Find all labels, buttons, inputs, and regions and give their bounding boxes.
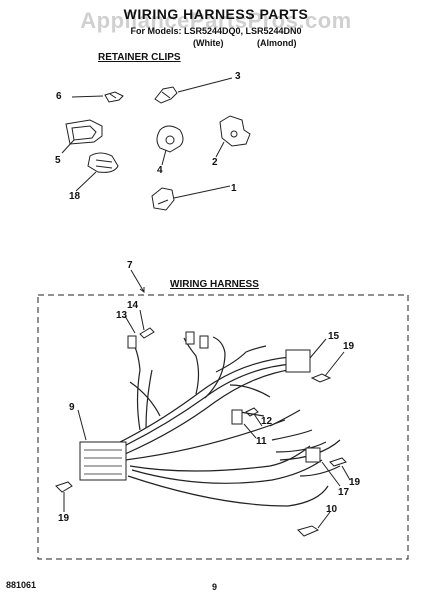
terminal-19b-icon [329, 457, 347, 467]
terminal-19-icon [310, 373, 332, 383]
color-almond-label: (Almond) [257, 38, 297, 48]
connector-15-icon [285, 349, 311, 373]
callout-10: 10 [326, 504, 338, 515]
callout-4: 4 [157, 165, 163, 176]
callout-19-b: 19 [349, 477, 361, 488]
connector-a-icon [185, 331, 195, 345]
retainer-clips-heading: RETAINER CLIPS [98, 52, 181, 63]
connector-13-icon [127, 335, 137, 349]
wiring-harness-heading: WIRING HARNESS [170, 279, 259, 290]
callout-11: 11 [256, 436, 267, 447]
clip-2-icon [219, 115, 251, 147]
leader-2 [215, 141, 225, 158]
callout-1: 1 [231, 183, 237, 194]
page-title: WIRING HARNESS PARTS [123, 6, 309, 22]
watermark: AppliancePartsPros.com [80, 8, 352, 33]
callout-3: 3 [235, 71, 241, 82]
callout-15: 15 [328, 331, 340, 342]
callout-13: 13 [116, 310, 128, 321]
connector-17-icon [305, 447, 321, 463]
terminal-19c-icon [55, 481, 73, 493]
terminal-14-icon [139, 327, 155, 339]
leader-6 [71, 95, 104, 98]
model-subtitle: For Models: LSR5244DQ0, LSR5244DN0 [130, 26, 302, 36]
callout-6: 6 [56, 91, 62, 102]
footer-code: 881061 [6, 580, 37, 590]
leader-3 [177, 77, 233, 93]
leader-5 [61, 139, 75, 154]
callout-2: 2 [212, 157, 218, 168]
clip-18-icon [87, 152, 119, 173]
terminal-10-icon [297, 525, 320, 537]
connector-11-icon [231, 409, 243, 425]
harness-box [37, 294, 409, 560]
leader-18 [75, 171, 97, 192]
callout-12: 12 [261, 416, 273, 427]
callout-19-a: 19 [343, 341, 355, 352]
connector-b-icon [199, 335, 209, 349]
callout-17: 17 [338, 487, 350, 498]
leader-7 [130, 269, 145, 293]
terminal-12-icon [245, 407, 259, 417]
clip-4-icon [156, 125, 184, 153]
clip-5-icon [65, 119, 103, 145]
clip-1-icon [151, 187, 175, 211]
callout-7: 7 [127, 260, 133, 271]
clip-6-icon [104, 91, 124, 103]
callout-5: 5 [55, 155, 61, 166]
callout-14: 14 [127, 300, 139, 311]
color-white-label: (White) [193, 38, 224, 48]
callout-18: 18 [69, 191, 81, 202]
callout-9: 9 [69, 402, 75, 413]
leader-1 [173, 185, 231, 199]
leader-4 [161, 149, 167, 166]
page-number: 9 [212, 582, 218, 592]
clip-3-icon [154, 86, 178, 104]
callout-19-c: 19 [58, 513, 70, 524]
